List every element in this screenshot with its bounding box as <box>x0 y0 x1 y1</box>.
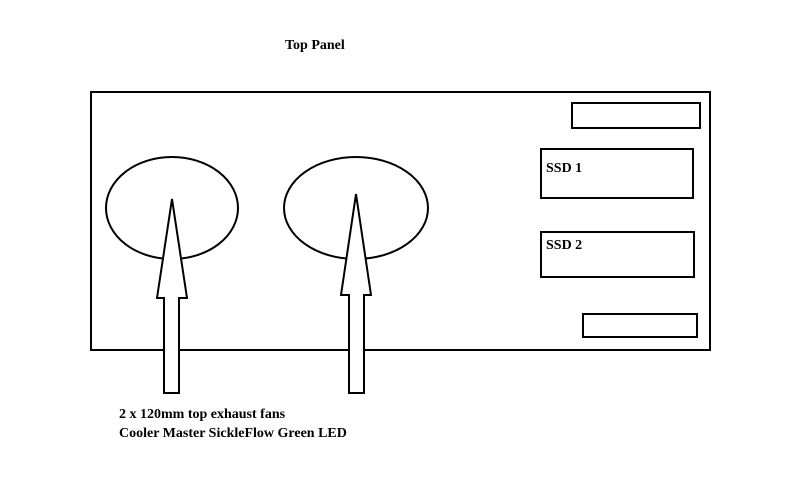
caption-line-1: 2 x 120mm top exhaust fans <box>119 407 286 422</box>
diagram-title: Top Panel <box>285 38 345 53</box>
ssd-1-slot <box>540 148 694 199</box>
ssd-2-slot <box>540 231 695 278</box>
ssd-1-label: SSD 1 <box>546 161 582 176</box>
exhaust-arrow-left <box>155 198 189 394</box>
caption-line-2: Cooler Master SickleFlow Green LED <box>119 426 347 441</box>
panel-slot-top <box>571 102 701 129</box>
ssd-2-label: SSD 2 <box>546 238 582 253</box>
exhaust-arrow-right <box>339 193 373 394</box>
panel-slot-bottom <box>582 313 698 338</box>
